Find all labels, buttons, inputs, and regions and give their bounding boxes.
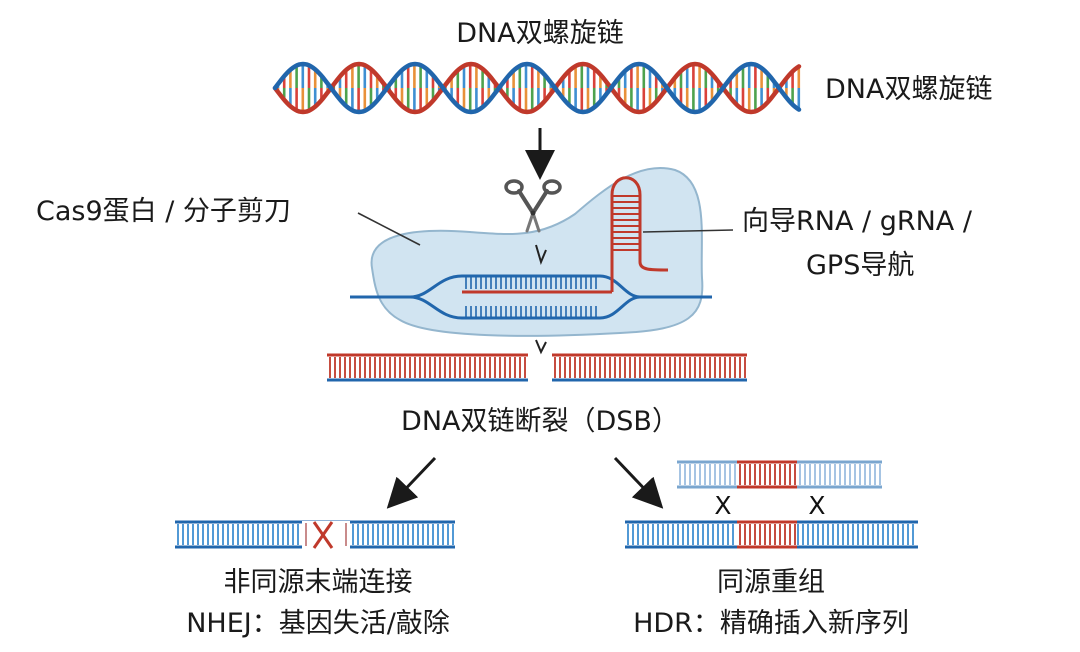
down-arrow-icon	[386, 456, 437, 509]
hdr-title: 同源重组	[717, 567, 825, 598]
indel-gap	[302, 521, 350, 549]
dna-bottom-strand	[409, 295, 641, 320]
indel-cross	[312, 521, 334, 549]
donor-insert-ladder	[737, 460, 797, 489]
donor-insert-segment	[737, 460, 797, 489]
grna-label-line1: 向导RNA / gRNA /	[742, 206, 972, 237]
helix-side-label: DNA双螺旋链	[825, 74, 993, 105]
cas9-protein-body	[370, 167, 704, 337]
grna-pointer-line	[642, 229, 734, 233]
helix-title: DNA双螺旋链	[456, 18, 624, 49]
segment-background	[737, 521, 797, 549]
dsb-label: DNA双链断裂（DSB）	[401, 406, 679, 437]
cut-marker-icon	[535, 339, 547, 355]
dna-top-strand	[350, 274, 712, 299]
crossover-mark: X	[714, 491, 731, 520]
dna-double-helix	[272, 61, 802, 115]
hdr-donor-and-target-dna	[625, 460, 918, 549]
inserted-sequence	[737, 520, 797, 549]
cut-marker-icon	[535, 244, 547, 265]
unwound-dna-in-cas9	[350, 274, 712, 320]
broken-dna-fragments	[327, 353, 747, 382]
dna-fragment-right	[552, 353, 747, 382]
grna-label-line2: GPS导航	[806, 250, 915, 281]
grna-backbone	[610, 176, 669, 292]
segment-background	[737, 461, 797, 489]
cas9-pointer-line	[357, 212, 421, 246]
helix-backbone	[272, 61, 802, 115]
scissors-icon	[504, 179, 562, 233]
nhej-repaired-dna	[175, 520, 455, 549]
crossover-mark: X	[808, 491, 825, 520]
helix-backbone	[272, 61, 802, 115]
nhej-title: 非同源末端连接	[223, 567, 413, 598]
nhej-subtitle: NHEJ：基因失活/敲除	[186, 608, 450, 639]
dna-fragment-left	[327, 353, 528, 382]
down-arrow-icon	[613, 456, 664, 509]
indel-mark	[302, 521, 350, 549]
hdr-subtitle: HDR：精确插入新序列	[633, 608, 909, 639]
grna-hairpin	[610, 176, 669, 292]
cas9-label: Cas9蛋白 / 分子剪刀	[36, 196, 291, 227]
inserted-ladder	[737, 520, 797, 549]
